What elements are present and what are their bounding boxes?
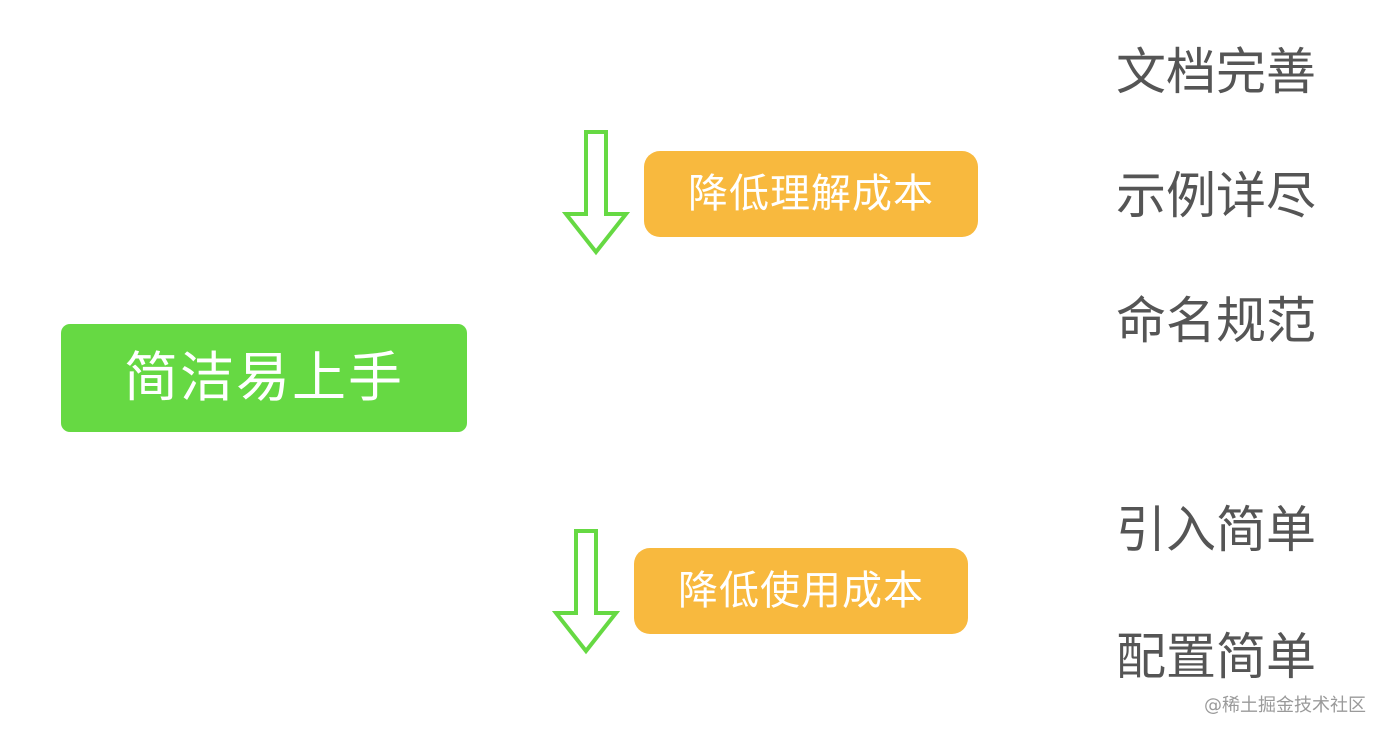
watermark: @稀土掘金技术社区 — [1204, 695, 1366, 716]
main-concept-box: 简洁易上手 — [61, 324, 467, 432]
down-arrow-icon — [552, 529, 620, 655]
feature-simple-import: 引入简单 — [1116, 501, 1316, 559]
reduce-usage-cost-box: 降低使用成本 — [634, 548, 968, 634]
feature-simple-config: 配置简单 — [1116, 628, 1316, 686]
reduce-understanding-cost-box: 降低理解成本 — [644, 151, 978, 237]
down-arrow-icon — [562, 130, 630, 256]
feature-detailed-examples: 示例详尽 — [1116, 167, 1316, 225]
feature-complete-docs: 文档完善 — [1116, 43, 1316, 101]
feature-naming-conventions: 命名规范 — [1116, 292, 1316, 350]
